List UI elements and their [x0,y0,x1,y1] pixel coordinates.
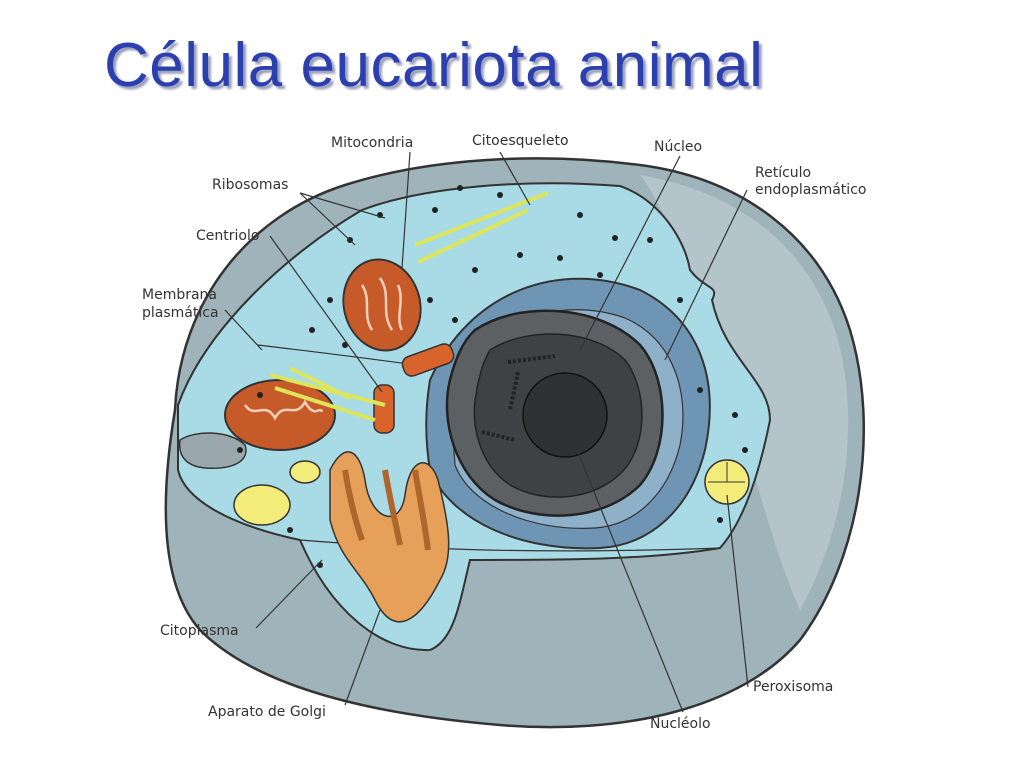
label-nucleolo: Nucléolo [650,716,711,732]
cytoskeleton-fiber [414,191,549,264]
vacuole [178,432,247,469]
nucleolus [522,372,608,458]
label-mitocondria: Mitocondria [331,135,414,151]
peroxisome-detail [708,462,745,483]
label-citoplasma: Citoplasma [160,623,239,639]
label-peroxisoma: Peroxisoma [753,679,834,695]
label-nucleo: Núcleo [654,139,703,155]
label-citoesqueleto: Citoesqueleto [472,133,569,149]
vesicle [289,460,321,484]
leader-lines [224,151,749,713]
centriole [373,384,395,434]
chromatin [508,371,520,411]
label-membrana-line2: plasmática [142,305,219,321]
label-reticulo-line1: Retículo [755,165,812,181]
slide-title: Célula eucariota animal [104,31,764,100]
label-reticulo-line2: endoplasmático [755,182,867,198]
chromatin [507,354,556,364]
golgi-cisternae [342,469,431,551]
mitochondrion-cristae [360,277,404,331]
cytoskeleton-fiber [269,366,386,422]
label-membrana-line1: Membrana [142,287,218,303]
chromatin [481,430,516,442]
label-aparato-golgi: Aparato de Golgi [208,704,326,720]
mitochondrion-cristae [243,399,324,421]
label-ribosomas: Ribosomas [212,177,289,193]
centriole [401,343,455,377]
vesicle [233,484,291,526]
label-centriolo: Centriolo [196,228,260,244]
